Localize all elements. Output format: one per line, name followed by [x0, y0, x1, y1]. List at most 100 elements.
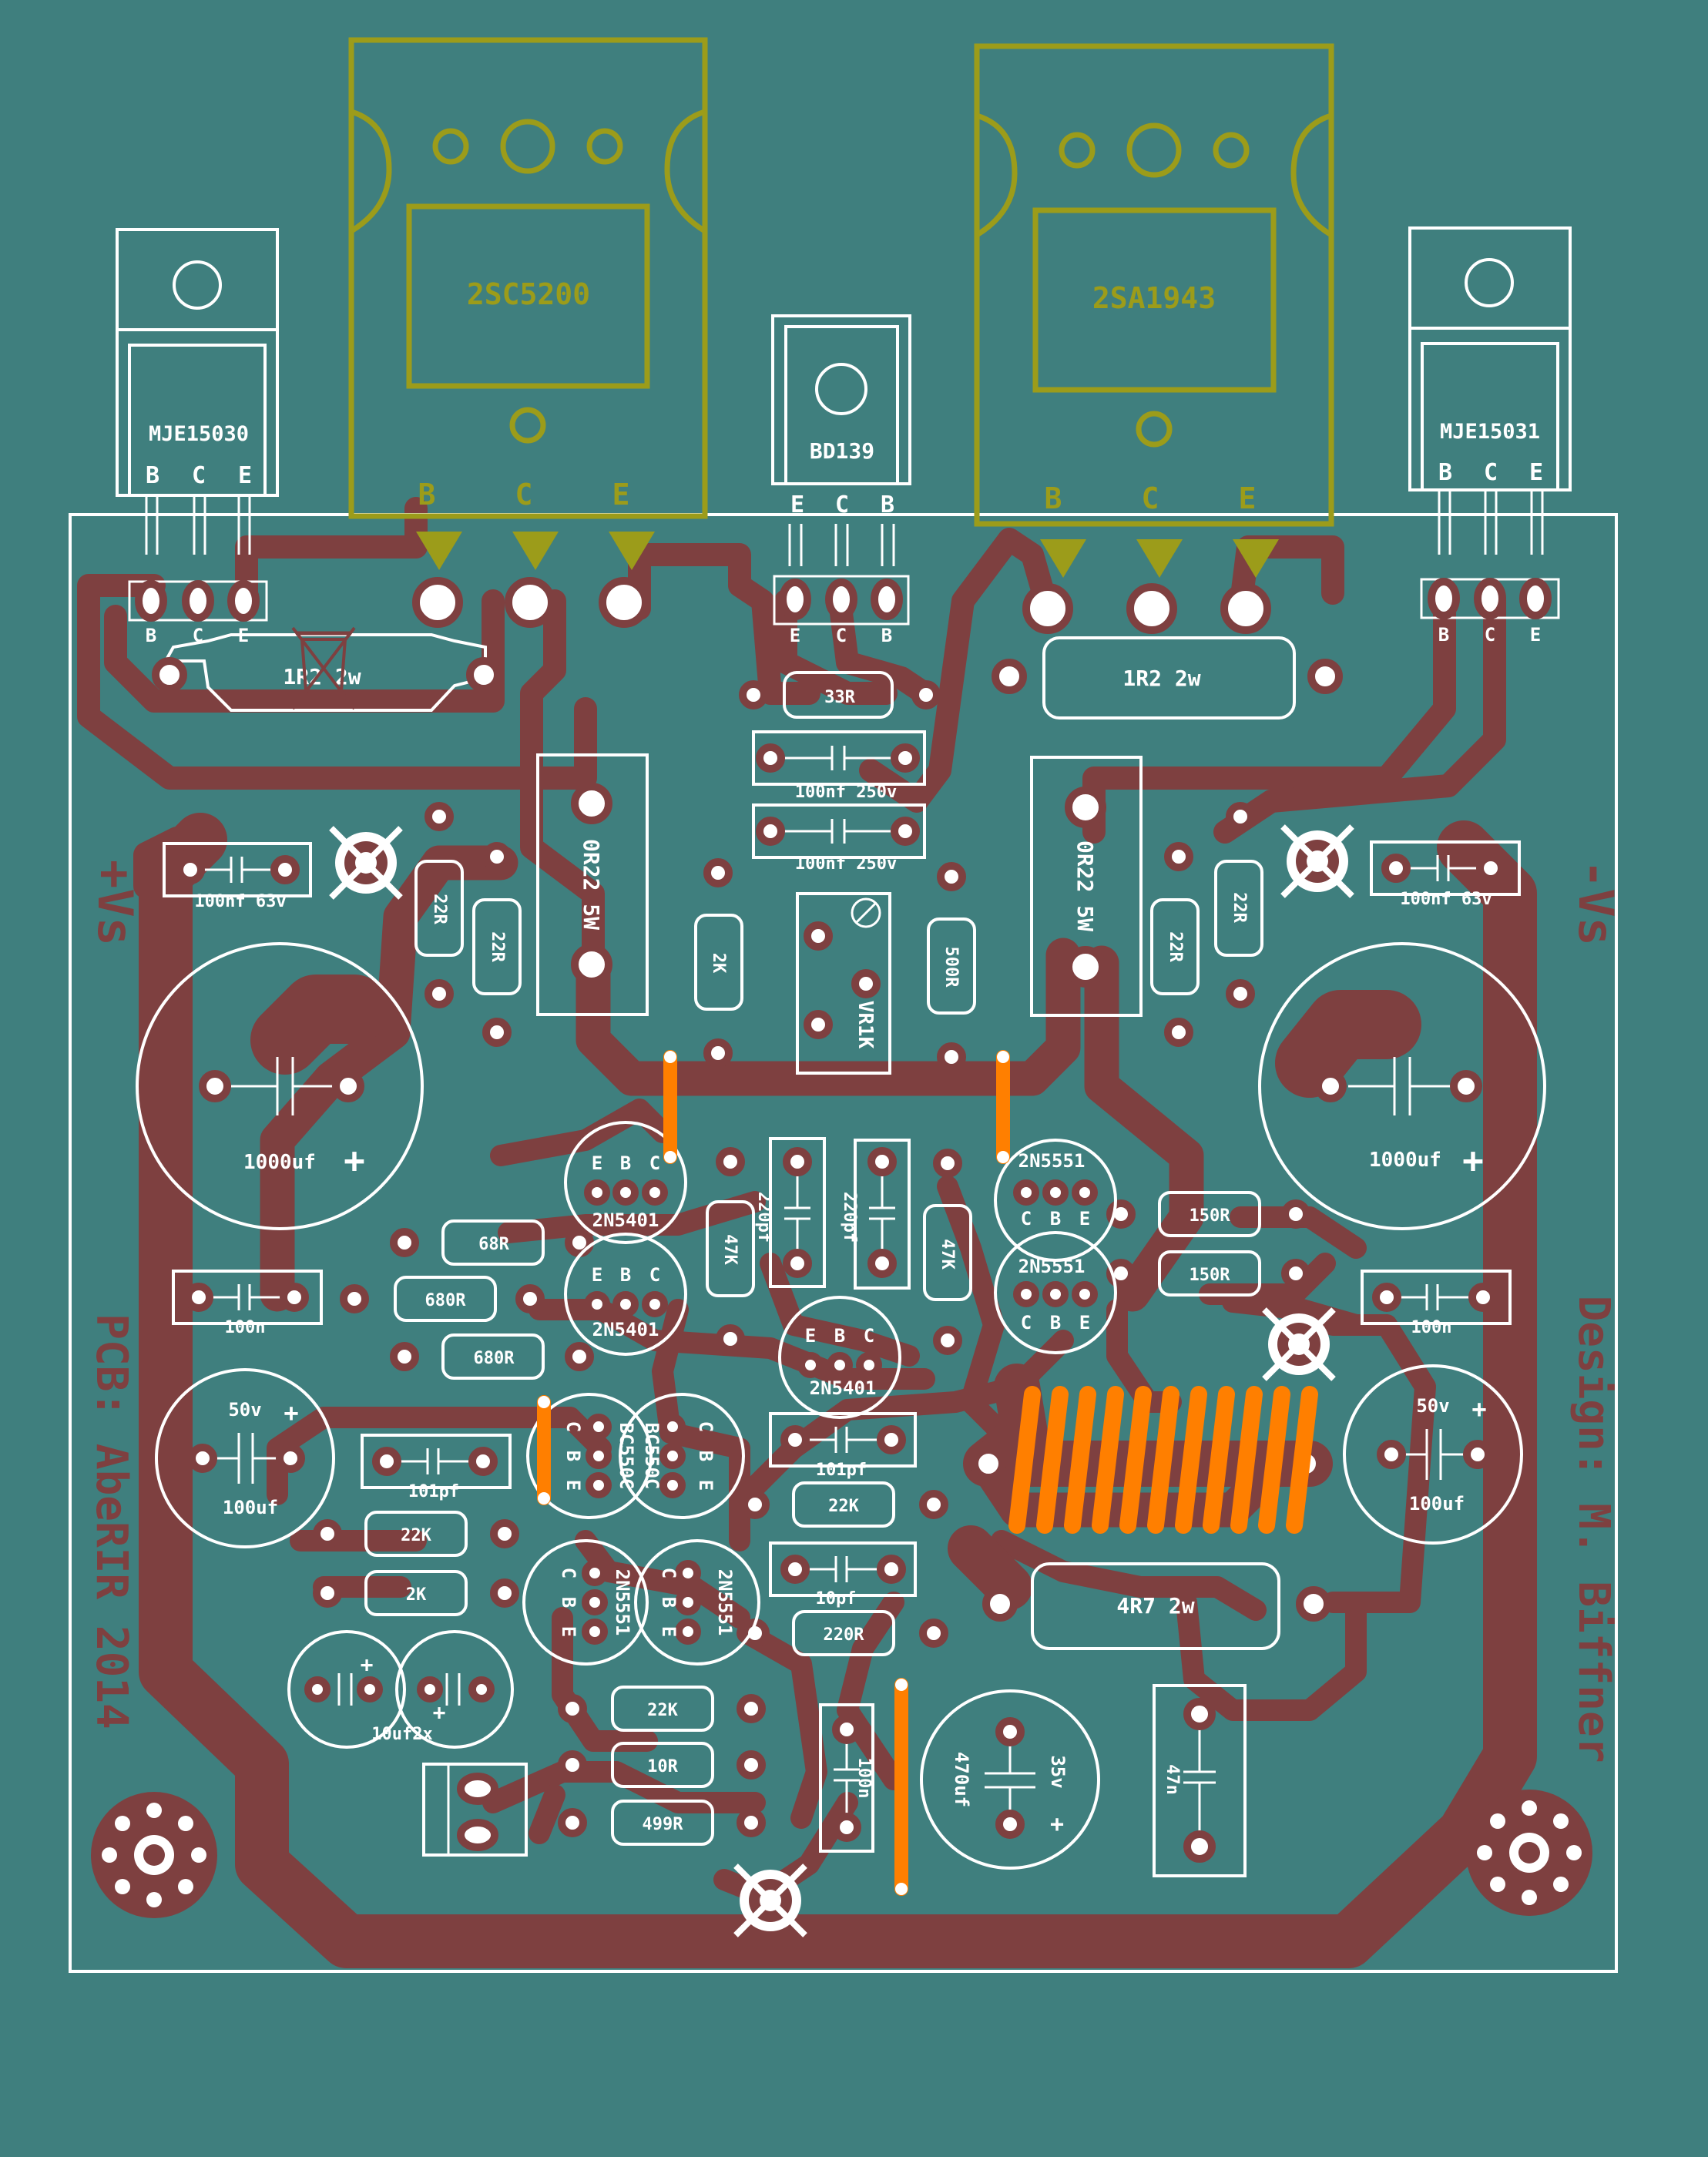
cap-220pf-a-value: 220pf: [754, 1192, 773, 1243]
t-2n5401-b-part: 2N5401: [592, 1319, 659, 1340]
mounting-hole-right: [1466, 1790, 1592, 1916]
t-2n5551-c-part: 2N5551: [612, 1569, 633, 1636]
resistor-150r-a-value: 150R: [1190, 1206, 1231, 1226]
cap-470uf-voltage: 35v: [1047, 1755, 1069, 1788]
cap-100nf-250v-b: 100nf 250v: [752, 803, 926, 874]
cap-10pf-value: 10pf: [816, 1589, 857, 1609]
resistor-22k-b: 22K: [740, 1481, 948, 1528]
resistor-1r2-right-value: 1R2 2w: [1122, 666, 1200, 691]
resistor-1r2-right: 1R2 2w: [992, 636, 1343, 720]
resistor-0r22-left: 0R22 5W: [536, 753, 649, 1016]
t-2n5401-b-pin-c: C: [649, 1264, 660, 1286]
resistor-500r: 500R: [927, 862, 976, 1072]
resistor-0r22-right: 0R22 5W: [1030, 756, 1143, 1017]
resistor-4r7-value: 4R7 2w: [1116, 1593, 1194, 1619]
cap-100uf-left-value: 100uf: [223, 1497, 278, 1518]
cap-101pf-a-value: 101pf: [408, 1482, 459, 1501]
wire-jumpers: [537, 1050, 1010, 1896]
driver-right: MJE15031 B C E B C E: [1408, 226, 1572, 646]
cap-100uf-left-plus: +: [284, 1398, 298, 1427]
t-2n5551-b-pin-e: E: [1079, 1312, 1090, 1333]
transistor-2n5551-b: 2N5551 C B E: [994, 1231, 1117, 1354]
pnp-power-transistor: 2SA1943 B C E: [974, 43, 1334, 578]
t-2n5551-c-pin-c: C: [558, 1568, 579, 1578]
pnp-power-part: 2SA1943: [1092, 281, 1216, 315]
driver-right-pad-c: C: [1485, 624, 1495, 646]
cap-100nf-250v-b-value: 100nf 250v: [795, 854, 897, 874]
resistor-499r-value: 499R: [643, 1815, 684, 1834]
resistor-22r-r2: 22R: [1150, 842, 1200, 1047]
resistor-33r-value: 33R: [824, 688, 855, 707]
t-2n5551-a-pin-e: E: [1079, 1208, 1090, 1229]
driver-right-pad-e: E: [1530, 624, 1541, 646]
cap-100n-left: 100n: [172, 1270, 323, 1337]
cap-47n-value: 47n: [1163, 1764, 1182, 1795]
pnp-power-pin-c: C: [1142, 481, 1159, 515]
transistor-2n5401-b: E B C 2N5401: [564, 1233, 687, 1356]
cap-1000uf-left-plus: +: [344, 1139, 365, 1181]
cap-100uf-right-plus: +: [1471, 1394, 1486, 1424]
cap-220pf-a: 220pf: [754, 1137, 826, 1288]
design-credit: Design: M. Biffner: [1569, 1296, 1619, 1763]
resistor-680r-b-value: 680R: [474, 1349, 515, 1368]
cap-10uf-value: 10uf2x: [371, 1725, 432, 1744]
driver-left: MJE15030 B C E B C E: [116, 228, 279, 646]
mounting-hole-left: [91, 1792, 217, 1918]
resistor-680r-a: 680R: [340, 1276, 545, 1322]
cap-100n-small-value: 100n: [854, 1758, 874, 1799]
cap-470uf-value: 470uf: [951, 1752, 972, 1807]
cap-100uf-left-voltage: 50v: [228, 1399, 261, 1421]
t-2n5551-b-pin-c: C: [1021, 1312, 1032, 1333]
cap-1000uf-left: 1000uf +: [136, 942, 424, 1230]
resistor-22r-r1-value: 22R: [1230, 892, 1249, 923]
t-bc550c-a-pin-e: E: [562, 1480, 584, 1491]
cap-100nf-250v-a: 100nf 250v: [752, 730, 926, 802]
cap-100uf-right-voltage: 50v: [1416, 1395, 1449, 1417]
resistor-22r-l2: 22R: [472, 842, 522, 1047]
resistor-10r-value: 10R: [647, 1757, 678, 1776]
rail-positive-label: +Vs: [87, 860, 143, 946]
cap-100n-small: 100n: [819, 1703, 874, 1853]
cap-220pf-b-value: 220pf: [840, 1192, 859, 1243]
cap-10uf-plus-b: +: [433, 1699, 446, 1725]
pnp-power-pin-b: B: [1045, 481, 1062, 515]
t-2n5401-a-pin-b: B: [620, 1152, 631, 1174]
t-2n5401-a-part: 2N5401: [592, 1209, 659, 1231]
t-bc550c-b-pin-c: C: [695, 1421, 716, 1432]
pnp-power-pin-e: E: [1239, 481, 1257, 515]
cap-100uf-left: 50v 100uf +: [155, 1368, 335, 1548]
resistor-22k-c: 22K: [558, 1686, 766, 1732]
cap-470uf: 470uf 35v +: [920, 1689, 1100, 1870]
resistor-22k-a-value: 22K: [401, 1526, 431, 1545]
t-bc550c-a-pin-b: B: [562, 1451, 584, 1461]
driver-right-pin-e: E: [1529, 459, 1543, 486]
cap-100n-right-value: 100n: [1411, 1318, 1452, 1337]
t-2n5551-a-part: 2N5551: [1018, 1150, 1086, 1172]
cap-100uf-right: 50v 100uf +: [1343, 1364, 1523, 1545]
t-bc550c-b-pin-b: B: [695, 1451, 716, 1461]
cap-100n-right: 100n: [1361, 1270, 1512, 1337]
cap-100nf-63v-left: 100nf 63v: [163, 842, 312, 911]
resistor-22k-a: 22K: [313, 1511, 519, 1557]
resistor-22k-c-value: 22K: [647, 1701, 678, 1720]
driver-right-part: MJE15031: [1440, 420, 1540, 444]
cap-10uf-pair: + + 10uf2x: [287, 1630, 514, 1749]
t-2n5401-a-pin-c: C: [649, 1152, 660, 1174]
bias-pad-c: C: [836, 625, 847, 646]
npn-power-pin-b: B: [418, 478, 436, 512]
cap-10uf-plus-a: +: [361, 1652, 374, 1677]
input-connector: [422, 1763, 528, 1857]
npn-power-transistor: 2SC5200 B C E: [348, 37, 708, 570]
board-outline: [69, 513, 1618, 1973]
cap-100nf-63v-right-value: 100nf 63v: [1400, 890, 1492, 909]
resistor-4r7: 4R7 2w: [982, 1562, 1331, 1650]
bias-pad-e: E: [790, 625, 800, 646]
t-bc550c-b-pin-e: E: [695, 1480, 716, 1491]
resistor-10r: 10R: [558, 1742, 766, 1788]
t-2n5401-b-pin-e: E: [592, 1264, 602, 1286]
t-2n5551-d-pin-c: C: [658, 1568, 680, 1578]
t-2n5551-c-pin-b: B: [558, 1597, 579, 1608]
t-2n5401-a-pin-e: E: [592, 1152, 602, 1174]
driver-left-pad-b: B: [146, 625, 156, 646]
resistor-33r: 33R: [739, 671, 941, 719]
